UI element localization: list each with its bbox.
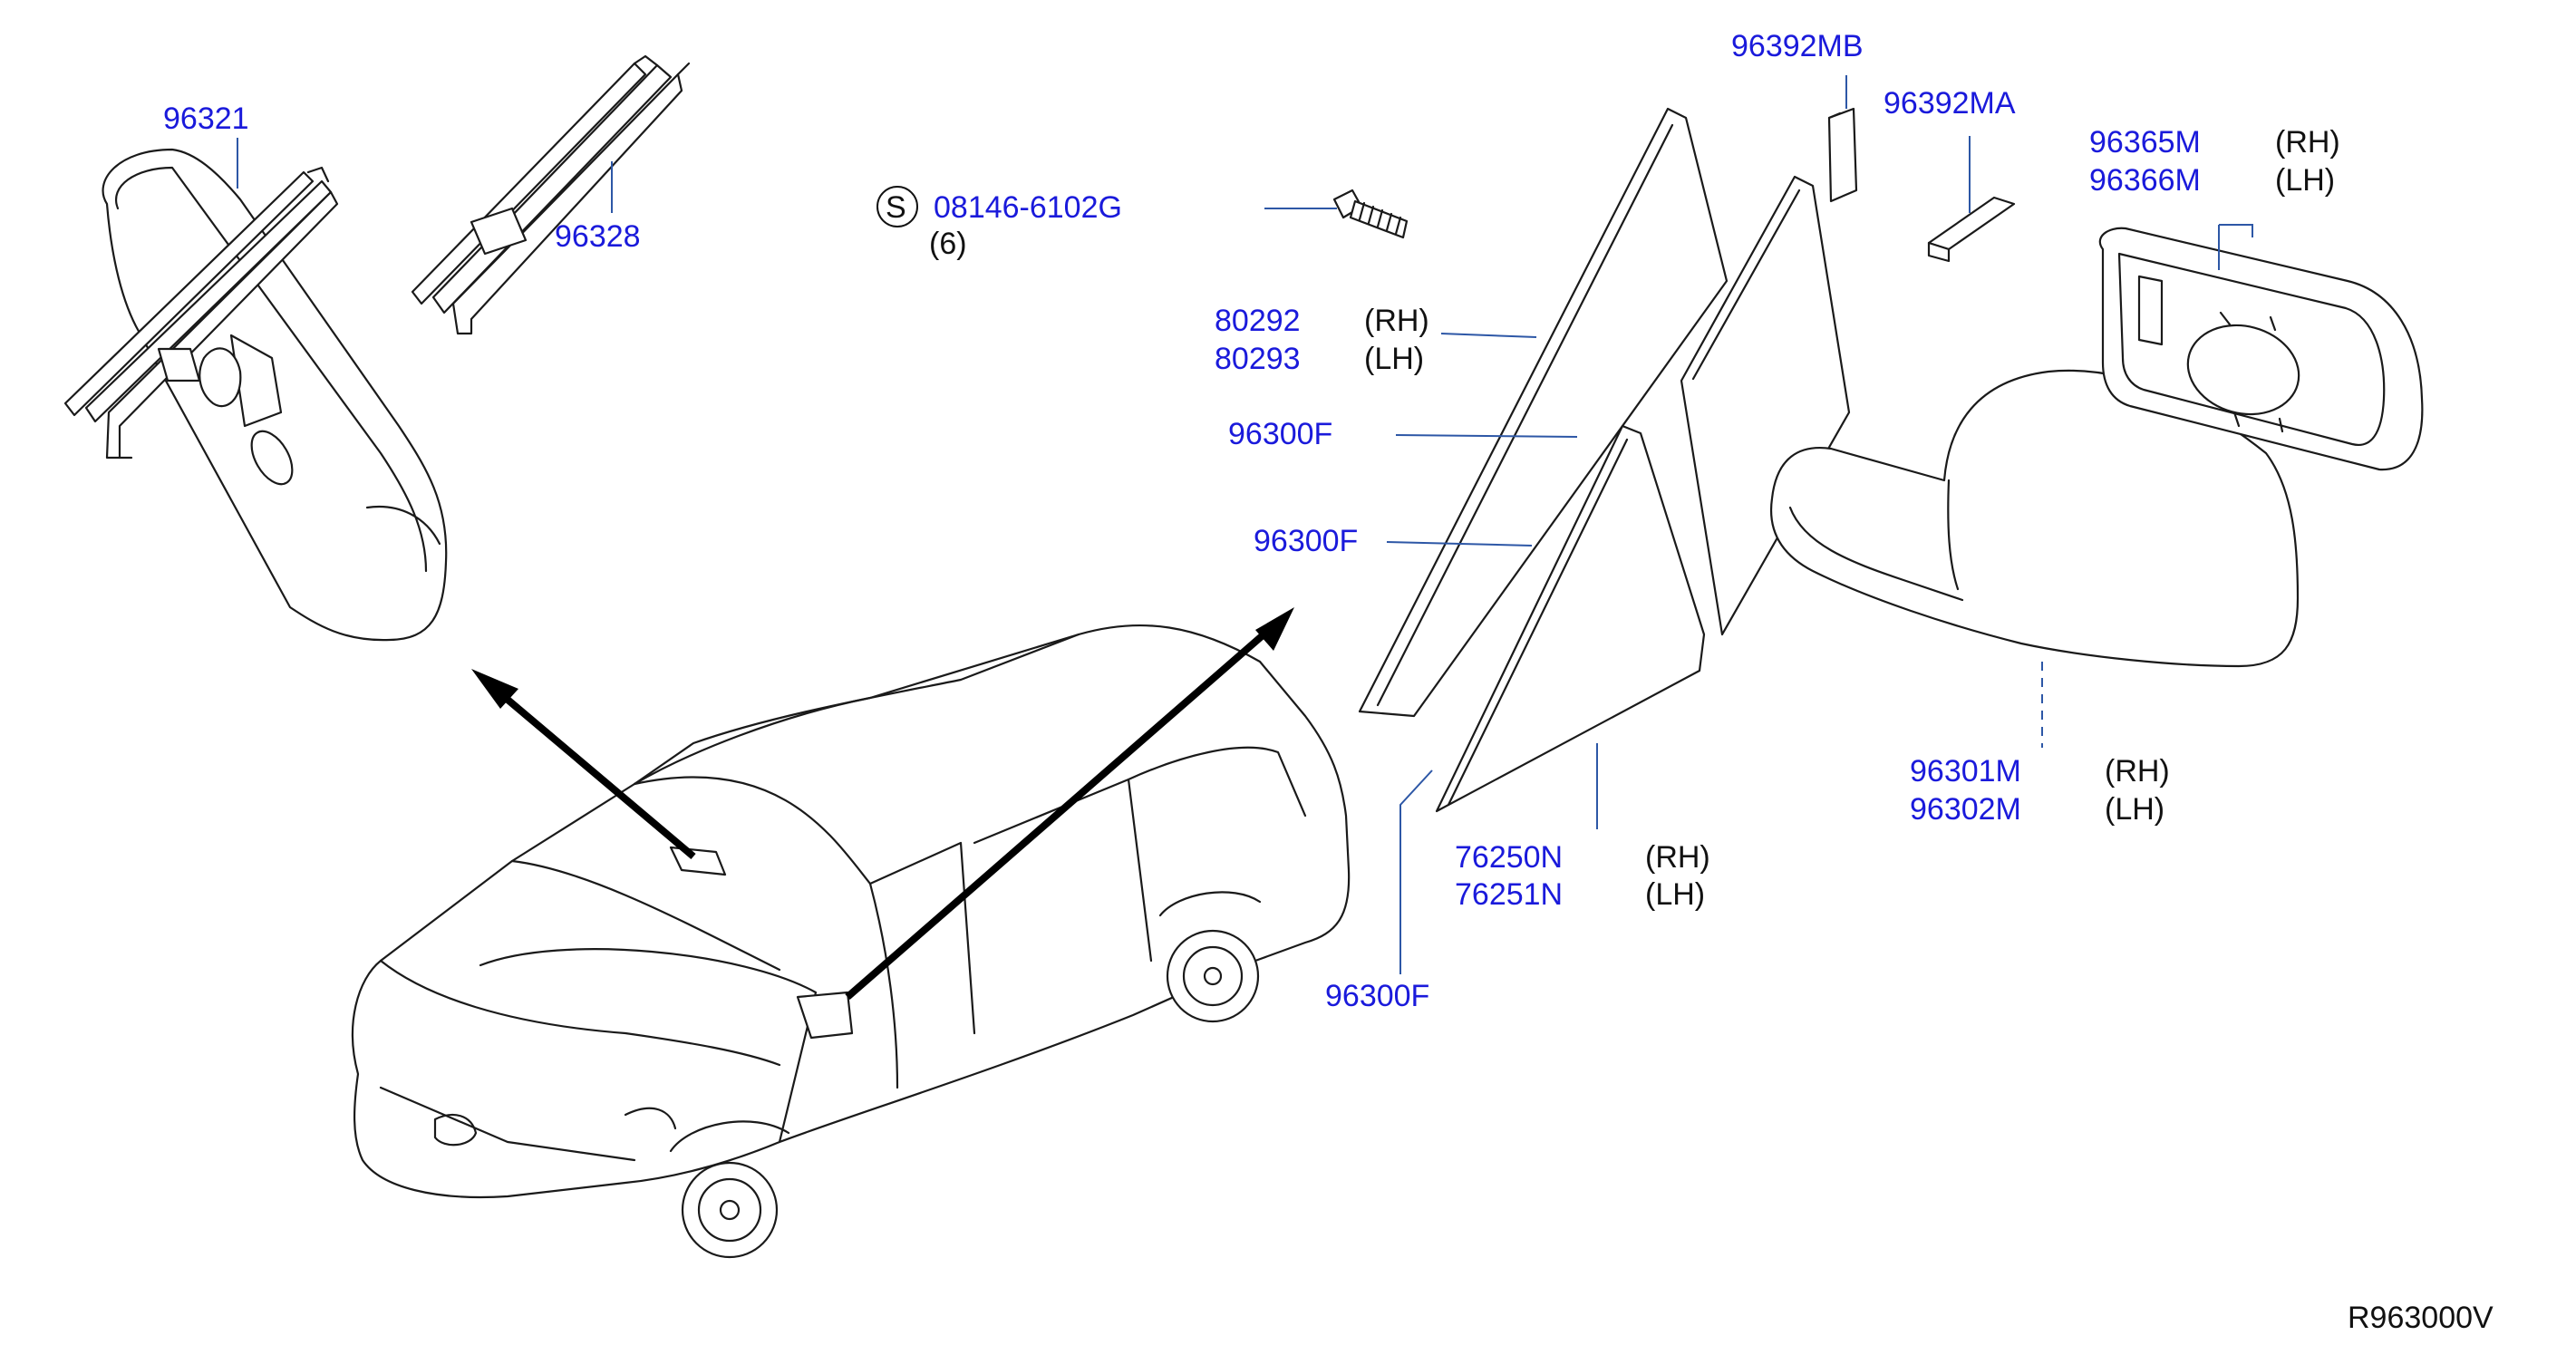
pointer-arrows [471, 607, 1294, 1001]
mirror-base-cover-illustration [411, 54, 691, 335]
part-76250n-label[interactable]: 76250N [1455, 840, 1563, 875]
mirror-glass-illustration [1358, 107, 1729, 718]
part-80292-label[interactable]: 80292 [1215, 304, 1301, 338]
part-96300f-label-3[interactable]: 96300F [1325, 979, 1429, 1013]
part-96365m-label[interactable]: 96365M [2089, 125, 2201, 160]
outside-mirror-glass-illustration [2098, 227, 2424, 471]
part-96302m-label[interactable]: 96302M [1910, 792, 2021, 827]
leader-lines [237, 75, 2253, 974]
part-80293-side: (LH) [1364, 342, 1424, 376]
part-96365m-side: (RH) [2275, 125, 2340, 160]
part-96328-label[interactable]: 96328 [555, 219, 641, 254]
part-76251n-side: (LH) [1645, 877, 1705, 912]
bolt-part-label[interactable]: 08146-6102G [934, 190, 1122, 225]
outside-mirror-housing-illustration [1770, 369, 2300, 668]
part-96301m-label[interactable]: 96301M [1910, 754, 2021, 789]
part-96302m-side: (LH) [2105, 792, 2164, 827]
part-76250n-side: (RH) [1645, 840, 1710, 875]
part-96366m-label[interactable]: 96366M [2089, 163, 2201, 198]
mirror-mount-bracket [63, 166, 339, 460]
inside-mirror-illustration [102, 148, 448, 642]
part-80292-side: (RH) [1364, 304, 1429, 338]
part-96392ma-label[interactable]: 96392MA [1884, 86, 2016, 121]
bolt-symbol: S [876, 186, 918, 227]
part-96392mb-label[interactable]: 96392MB [1731, 29, 1864, 63]
diagram-id-code: R963000V [2348, 1301, 2494, 1335]
part-96321-label[interactable]: 96321 [163, 102, 249, 136]
part-96300f-label-2[interactable]: 96300F [1254, 524, 1358, 558]
part-76251n-label[interactable]: 76251N [1455, 877, 1563, 912]
bolt-illustration [1332, 189, 1409, 239]
part-96300f-label-1[interactable]: 96300F [1228, 417, 1332, 451]
corner-finisher-illustration [1435, 424, 1706, 813]
bolt-quantity: (6) [929, 227, 967, 261]
part-96301m-side: (RH) [2105, 754, 2170, 789]
mirror-base-plate-illustration [1680, 175, 1851, 636]
part-80293-label[interactable]: 80293 [1215, 342, 1301, 376]
part-96366m-side: (LH) [2275, 163, 2335, 198]
bolt-symbol-letter: S [886, 190, 906, 225]
spacer-blocks-illustration [1827, 107, 2016, 263]
vehicle-illustration [351, 624, 1351, 1259]
